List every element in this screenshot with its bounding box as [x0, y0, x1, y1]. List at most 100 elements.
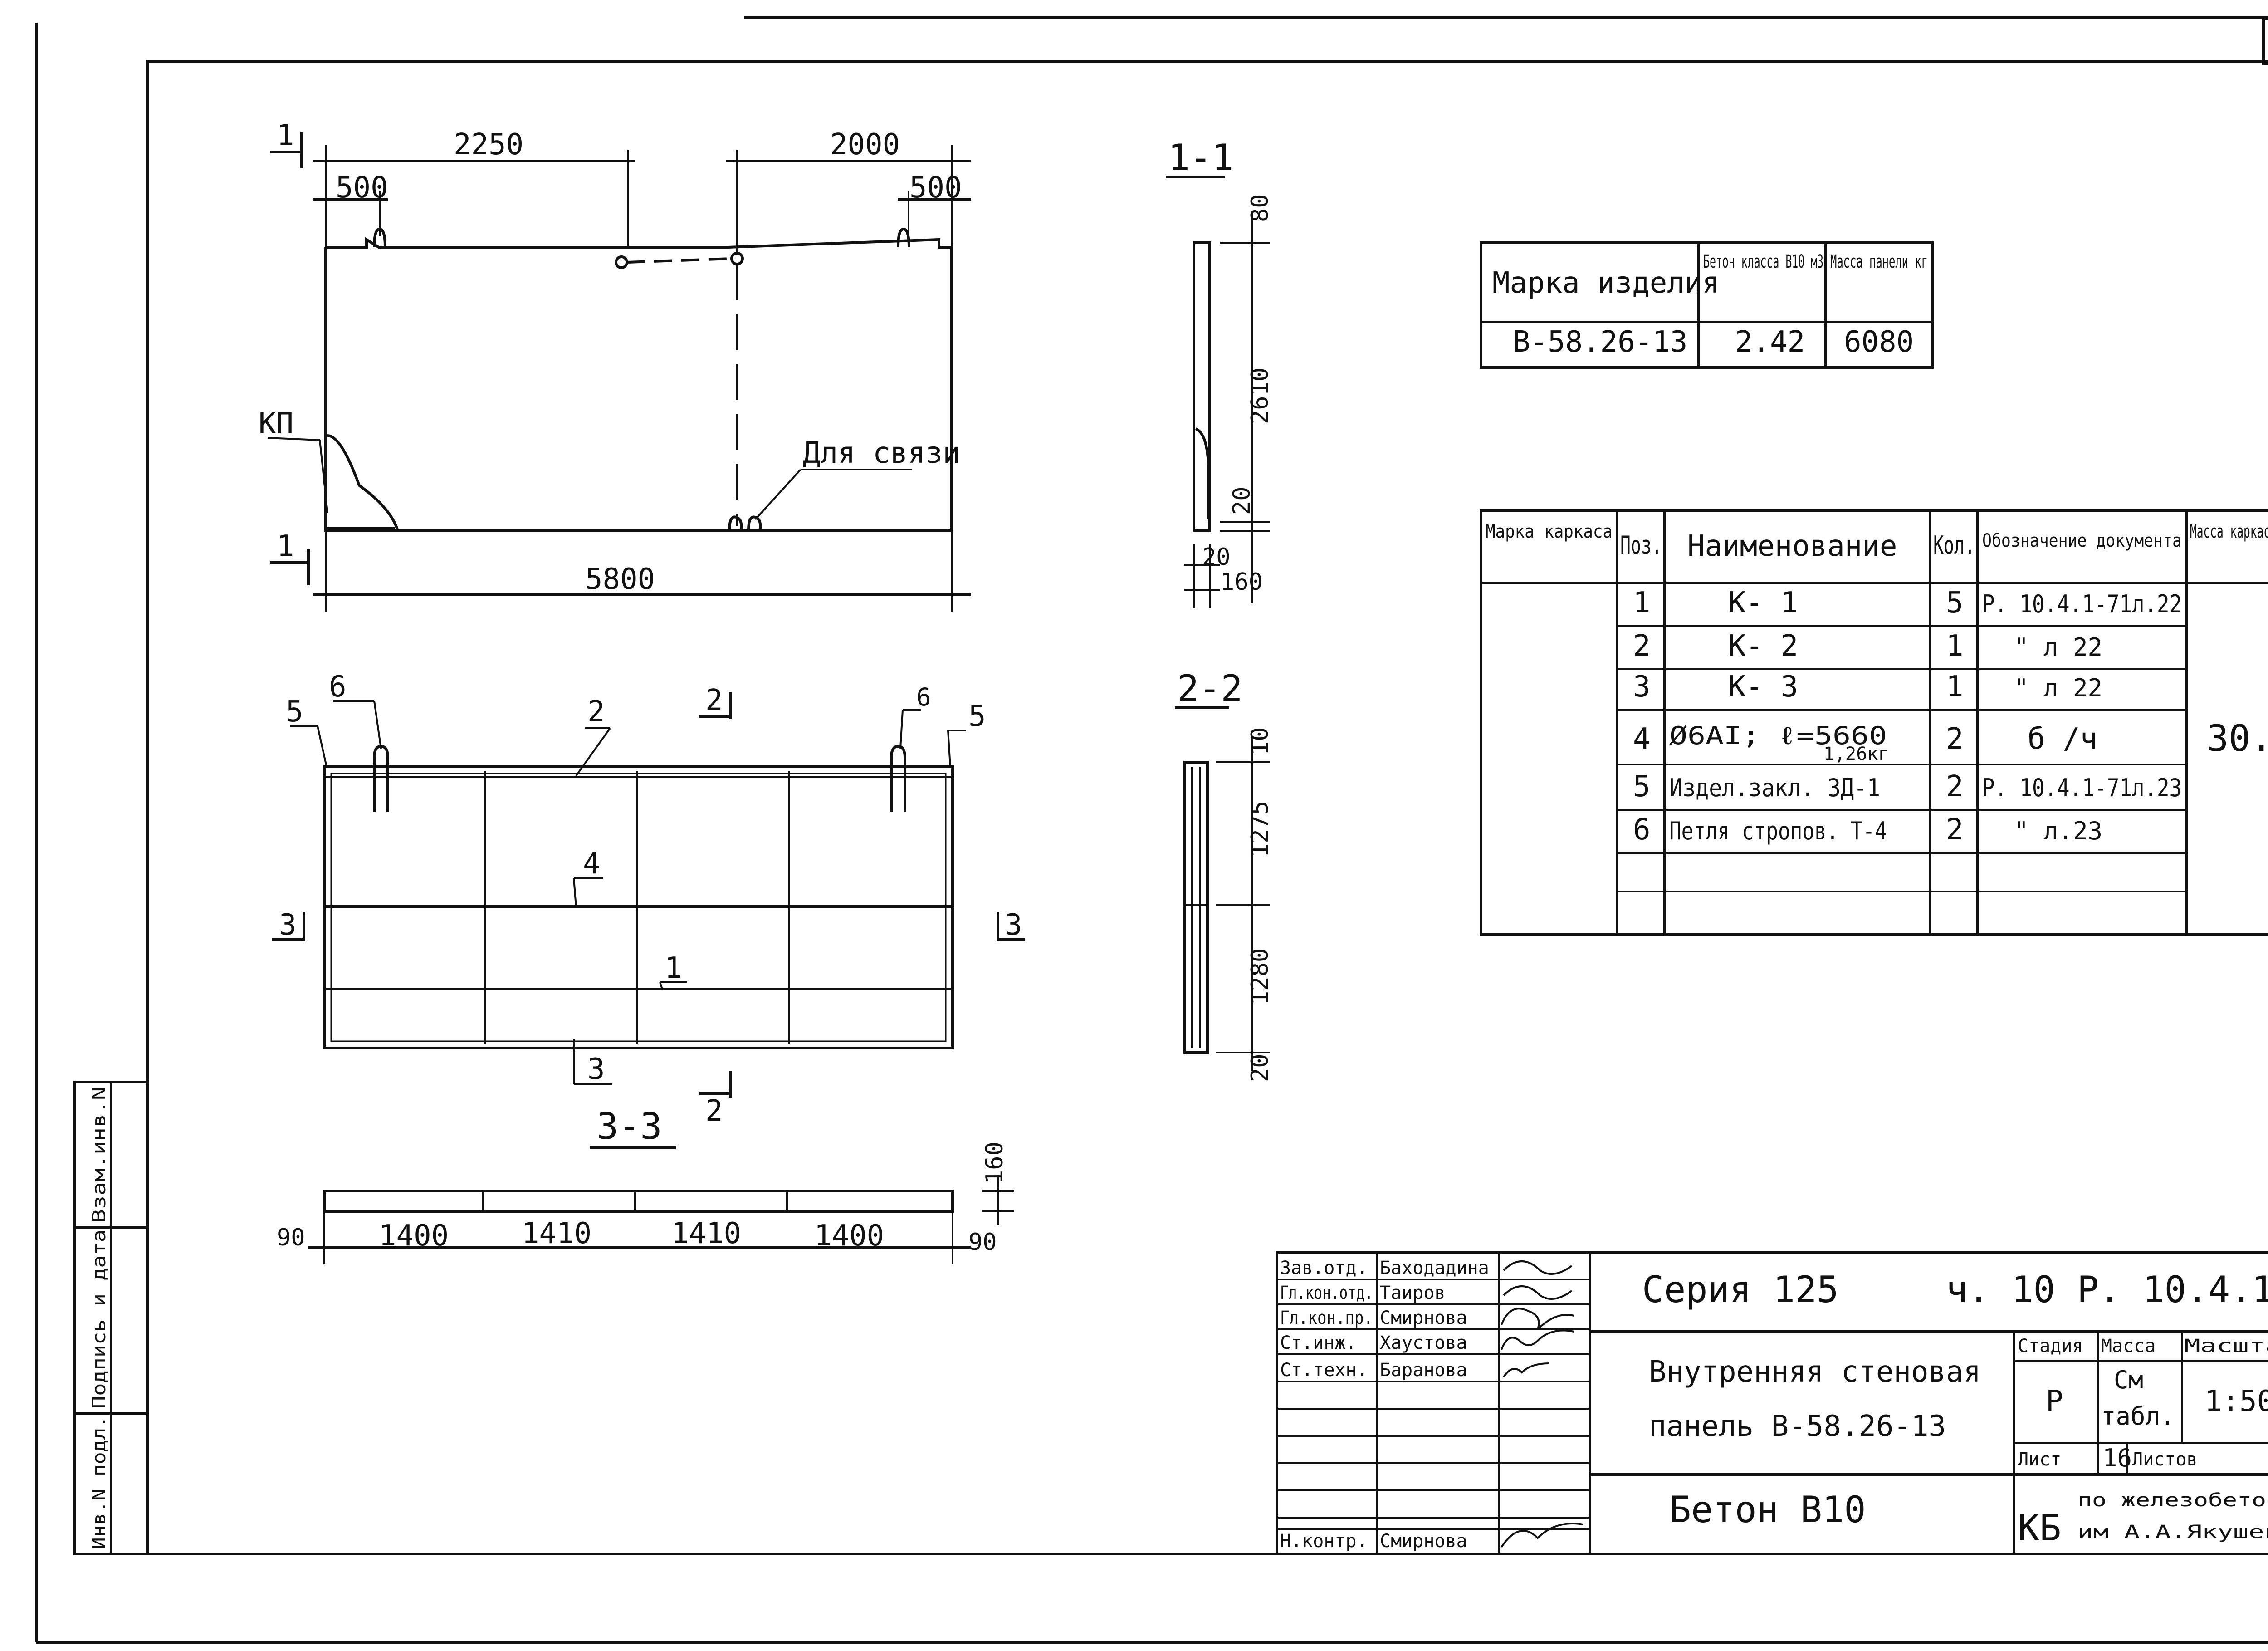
row-doc: " л 22 [2014, 674, 2102, 702]
frame-row-6: 6 Петля стропов. Т-4 2 " л.23 [1633, 813, 2102, 847]
concrete-class: Бетон В10 [1669, 1489, 1866, 1531]
mark-5-left: 5 [286, 695, 303, 729]
row-pos: 3 [1633, 670, 1651, 704]
dim-10: 10 [1246, 727, 1274, 755]
row-qty: 2 [1946, 770, 1964, 803]
role-name: Таиров [1380, 1283, 1446, 1303]
role-label: Ст.техн. [1280, 1360, 1368, 1381]
row-pos: 6 [1633, 813, 1651, 847]
section-1-1-title: 1-1 [1168, 137, 1234, 179]
mark-6-left: 6 [329, 670, 347, 704]
dim-5800: 5800 [585, 563, 655, 596]
dim-2000: 2000 [830, 128, 900, 162]
section-2-2 [1175, 706, 1270, 1071]
mass-label: Масса [2101, 1336, 2156, 1357]
mark-6-right: 6 [916, 683, 931, 711]
stage-label: Стадия [2018, 1336, 2083, 1357]
frame-row-4: 4 Ø6АI; ℓ=5660 1,26кг 2 б /ч [1633, 721, 2097, 764]
role-label: Гл.кон.отд. [1280, 1283, 1373, 1303]
row-name: К- 2 [1728, 629, 1798, 663]
mass-value-1: См [2114, 1366, 2143, 1394]
role-label: Гл.кон.пр. [1280, 1308, 1373, 1328]
title-line-2: панель В-58.26-13 [1649, 1410, 1946, 1443]
section-mark-1-top: 1 [277, 119, 294, 152]
dim-20-top: 20 [1228, 486, 1256, 515]
org-abbr: КБ [2018, 1507, 2061, 1549]
row-doc: Р. 10.4.1-71л.22 [1982, 590, 2182, 618]
mark-2: 2 [587, 695, 605, 729]
row-name: К- 1 [1728, 586, 1798, 620]
frame-table [1480, 509, 2268, 936]
mark-4: 4 [583, 847, 601, 881]
mark-1: 1 [665, 951, 682, 985]
role-label: Зав.отд. [1280, 1258, 1368, 1279]
reinforcement-plan [272, 692, 1025, 1149]
section-2-2-title: 2-2 [1177, 667, 1243, 710]
dim-500-left: 500 [336, 171, 388, 205]
norm-control-label: Н.контр. [1280, 1531, 1368, 1552]
dim-90-right: 90 [968, 1229, 997, 1256]
dim-80: 80 [1246, 194, 1274, 222]
label-link: Для связи [803, 436, 960, 470]
section-mark-3-right: 3 [1005, 908, 1022, 942]
frame-header-name: Наименование [1687, 529, 1897, 563]
row-qty: 5 [1946, 586, 1964, 620]
product-header-mass: Масса панели кг [1830, 251, 1928, 272]
scale-label: Масштаб [2184, 1336, 2268, 1357]
scale-value: 1:50 [2204, 1385, 2268, 1418]
frame-row-1: 1 К- 1 5 Р. 10.4.1-71л.22 [1633, 586, 2182, 620]
row-qty: 2 [1946, 722, 1964, 756]
norm-control-name: Смирнова [1380, 1531, 1467, 1552]
product-mass: 6080 [1844, 325, 1914, 359]
frame-header-qty: Кол. [1933, 531, 1975, 559]
product-mark: В-58.26-13 [1513, 325, 1687, 359]
panel-elevation [267, 132, 971, 612]
mass-value-2: табл. [2101, 1402, 2175, 1431]
role-name: Баранова [1380, 1360, 1467, 1381]
section-3-3 [308, 1175, 1014, 1264]
section-mark-2-top: 2 [705, 684, 723, 717]
role-name: Хаустова [1380, 1333, 1467, 1353]
title-line-1: Внутренняя стеновая [1649, 1355, 1981, 1389]
sheet-label: Лист [2018, 1449, 2061, 1470]
row-pos: 4 [1633, 722, 1651, 756]
dim-1280: 1280 [1246, 948, 1274, 1005]
frame-header-pos: Поз. [1620, 531, 1662, 559]
side-stamp-signature: Подпись и дата [89, 1230, 110, 1409]
mark-5-right: 5 [968, 700, 986, 733]
row-qty: 1 [1946, 670, 1964, 704]
dim-1400-a: 1400 [379, 1219, 449, 1253]
sheets-label: Листов [2132, 1449, 2198, 1470]
dim-500-right: 500 [909, 171, 962, 205]
title-block [1276, 1251, 2268, 1555]
side-stamp-inv: Инв.N подл. [89, 1416, 110, 1549]
section-mark-2-bottom: 2 [705, 1094, 723, 1128]
row-pos: 2 [1633, 629, 1651, 663]
label-kp: КП [259, 407, 293, 441]
section-3-3-title: 3-3 [596, 1105, 662, 1147]
role-label: Ст.инж. [1280, 1333, 1357, 1353]
section-1-1 [1166, 176, 1270, 608]
row-qty: 2 [1946, 813, 1964, 847]
row-name: Петля стропов. Т-4 [1669, 817, 1887, 845]
product-table [1480, 241, 1934, 369]
row-name-weight: 1,26кг [1823, 744, 1889, 764]
row-doc: " л 22 [2014, 633, 2102, 661]
dim-1400-b: 1400 [814, 1219, 884, 1253]
dim-2250: 2250 [454, 128, 523, 162]
frame-header-mass: Масса каркаса кг [2190, 521, 2268, 542]
dim-1410-a: 1410 [522, 1217, 591, 1250]
product-concrete: 2.42 [1735, 325, 1805, 359]
stage-value: Р [2046, 1385, 2063, 1418]
dim-1275: 1275 [1246, 801, 1274, 857]
section-mark-3-left: 3 [279, 908, 297, 942]
row-doc: " л.23 [2014, 817, 2102, 845]
sheet-value: 16 [2102, 1444, 2132, 1472]
frame-row-3: 3 К- 3 1 " л 22 [1633, 670, 2102, 704]
frame-header-mark: Марка каркаса [1486, 521, 1613, 542]
row-pos: 5 [1633, 770, 1651, 803]
org-line-1: по железобетону [2077, 1490, 2268, 1511]
dim-160-3-3: 160 [981, 1141, 1008, 1184]
row-doc: Р. 10.4.1-71л.23 [1982, 774, 2182, 802]
